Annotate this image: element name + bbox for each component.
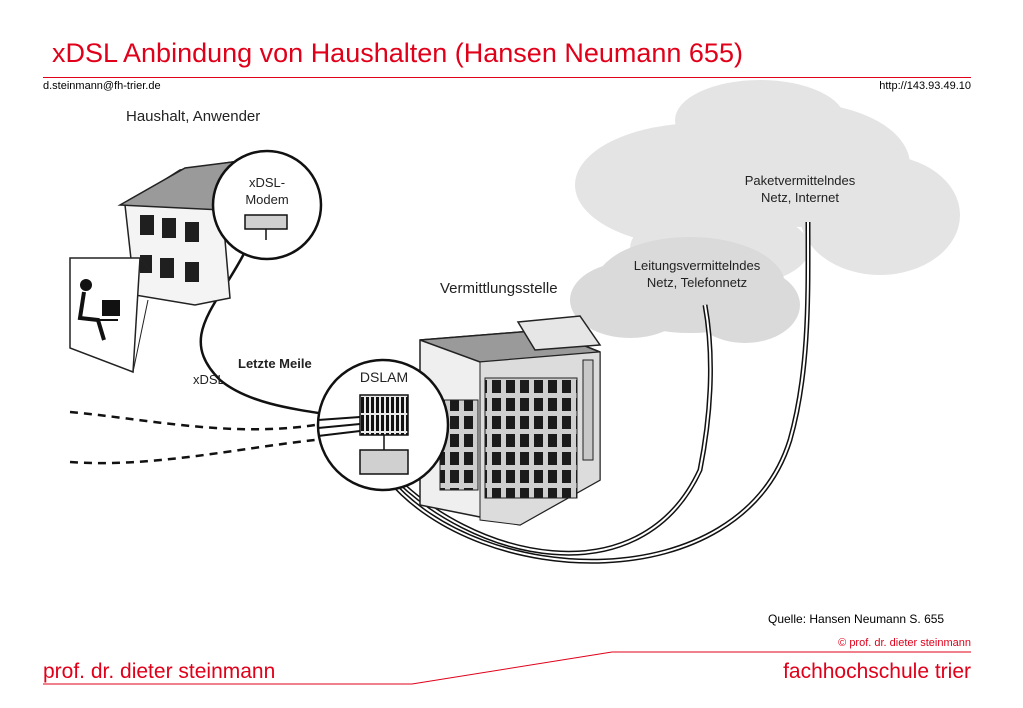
exchange-label: Vermittlungsstelle — [440, 280, 558, 297]
household-label: Haushalt, Anwender — [126, 108, 260, 125]
footer-author: prof. dr. dieter steinmann — [43, 660, 276, 683]
circuit-network-label-line2: Netz, Telefonnetz — [647, 275, 747, 290]
modem-label-line1: xDSL- — [249, 175, 285, 190]
dslam-callout — [316, 358, 450, 492]
source-citation: Quelle: Hansen Neumann S. 655 — [768, 612, 945, 626]
remote-xdsl-line-1 — [69, 410, 316, 431]
remote-xdsl-line-2 — [69, 438, 316, 465]
page-title: xDSL Anbindung von Haushalten (Hansen Ne… — [52, 38, 743, 68]
copyright-notice: © prof. dr. dieter steinmann — [838, 637, 971, 649]
packet-network-label-line2: Netz, Internet — [761, 190, 839, 205]
packet-network-label-line1: Paketvermittelndes — [745, 173, 856, 188]
footer-institution: fachhochschule trier — [783, 660, 971, 683]
exchange-building — [419, 315, 602, 526]
user-at-computer — [69, 257, 151, 374]
header-url: http://143.93.49.10 — [879, 80, 971, 92]
circuit-network-label-line1: Leitungsvermittelndes — [634, 258, 761, 273]
last-mile-label: Letzte Meile — [238, 356, 312, 371]
header-email: d.steinmann@fh-trier.de — [43, 80, 161, 92]
xdsl-label: xDSL — [193, 372, 225, 387]
xdsl-cable — [199, 221, 346, 419]
dslam-label: DSLAM — [360, 369, 408, 385]
modem-callout — [211, 149, 323, 261]
modem-label-line2: Modem — [245, 192, 288, 207]
cloud-circuit-network — [570, 237, 800, 343]
header-divider — [43, 77, 971, 78]
